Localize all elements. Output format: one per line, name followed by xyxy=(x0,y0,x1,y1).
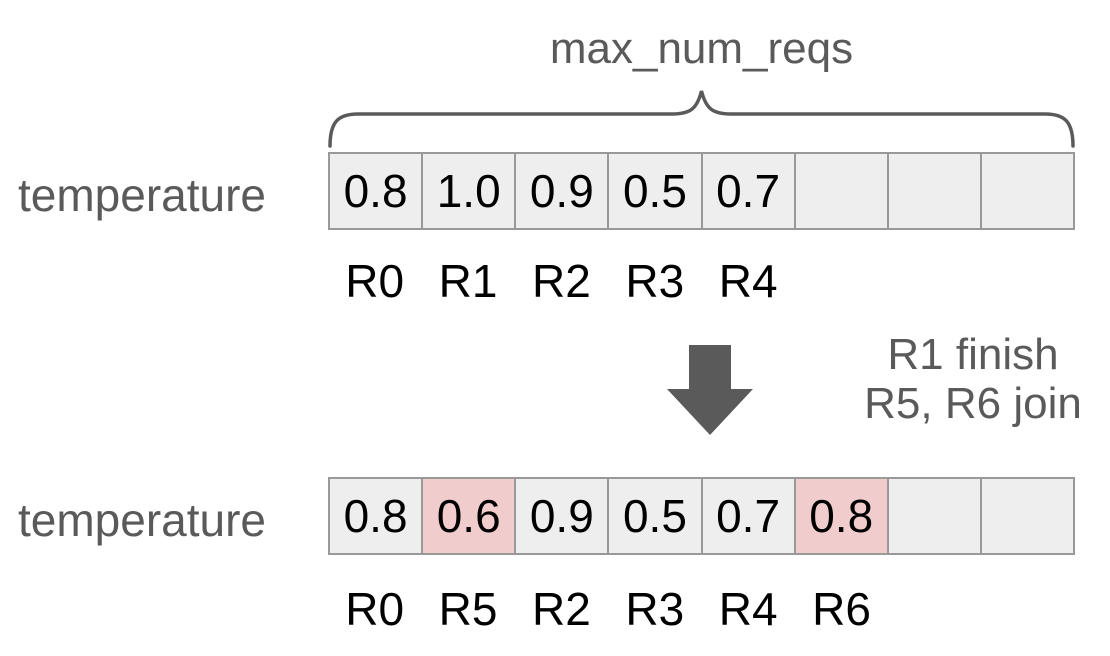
request-label xyxy=(888,582,981,636)
temperature-cell: 0.8 xyxy=(795,479,889,553)
row-label-after: temperature xyxy=(18,494,267,546)
temperature-cell xyxy=(981,479,1073,553)
down-arrow-icon xyxy=(667,345,753,435)
request-label: R4 xyxy=(718,255,778,307)
temperature-cell xyxy=(981,154,1073,228)
request-label: R2 xyxy=(532,583,591,635)
temperature-cell xyxy=(795,154,889,228)
transition-annotation: R1 finish R5, R6 join xyxy=(823,330,1110,428)
temperature-array-after: 0.8 0.6 0.9 0.5 0.7 0.8 xyxy=(328,477,1075,555)
row-label-before: temperature xyxy=(18,169,267,221)
temperature-cell xyxy=(888,154,982,228)
curly-brace xyxy=(328,90,1075,148)
temperature-cell: 0.7 xyxy=(702,479,796,553)
temperature-cell: 0.7 xyxy=(702,154,796,228)
temperature-cell: 0.5 xyxy=(609,154,703,228)
temperature-cell: 0.9 xyxy=(516,154,610,228)
request-label: R4 xyxy=(718,583,778,635)
request-label: R6 xyxy=(812,583,871,635)
request-label: R0 xyxy=(345,255,405,307)
request-label: R3 xyxy=(625,583,685,635)
temperature-cell: 1.0 xyxy=(423,154,517,228)
request-labels-before: R0 R1 R2 R3 R4 xyxy=(328,254,1075,308)
request-label: R1 xyxy=(438,255,498,307)
temperature-cell: 0.6 xyxy=(423,479,517,553)
temperature-cell: 0.8 xyxy=(330,154,424,228)
request-labels-after: R0 R5 R2 R3 R4 R6 xyxy=(328,582,1075,636)
request-label: R5 xyxy=(438,583,498,635)
temperature-cell: 0.8 xyxy=(330,479,424,553)
request-label: R0 xyxy=(345,583,405,635)
temperature-cell: 0.9 xyxy=(516,479,610,553)
request-label xyxy=(888,254,981,308)
temperature-cell xyxy=(888,479,982,553)
transition-line-2: R5, R6 join xyxy=(864,379,1082,428)
temperature-array-before: 0.8 1.0 0.9 0.5 0.7 xyxy=(328,152,1075,230)
request-label: R3 xyxy=(625,255,685,307)
request-label xyxy=(982,254,1075,308)
max-num-reqs-label: max_num_reqs xyxy=(549,24,854,73)
request-label: R2 xyxy=(532,255,591,307)
request-label xyxy=(982,582,1075,636)
temperature-cell: 0.5 xyxy=(609,479,703,553)
transition-line-1: R1 finish xyxy=(887,330,1059,379)
request-label xyxy=(795,254,888,308)
